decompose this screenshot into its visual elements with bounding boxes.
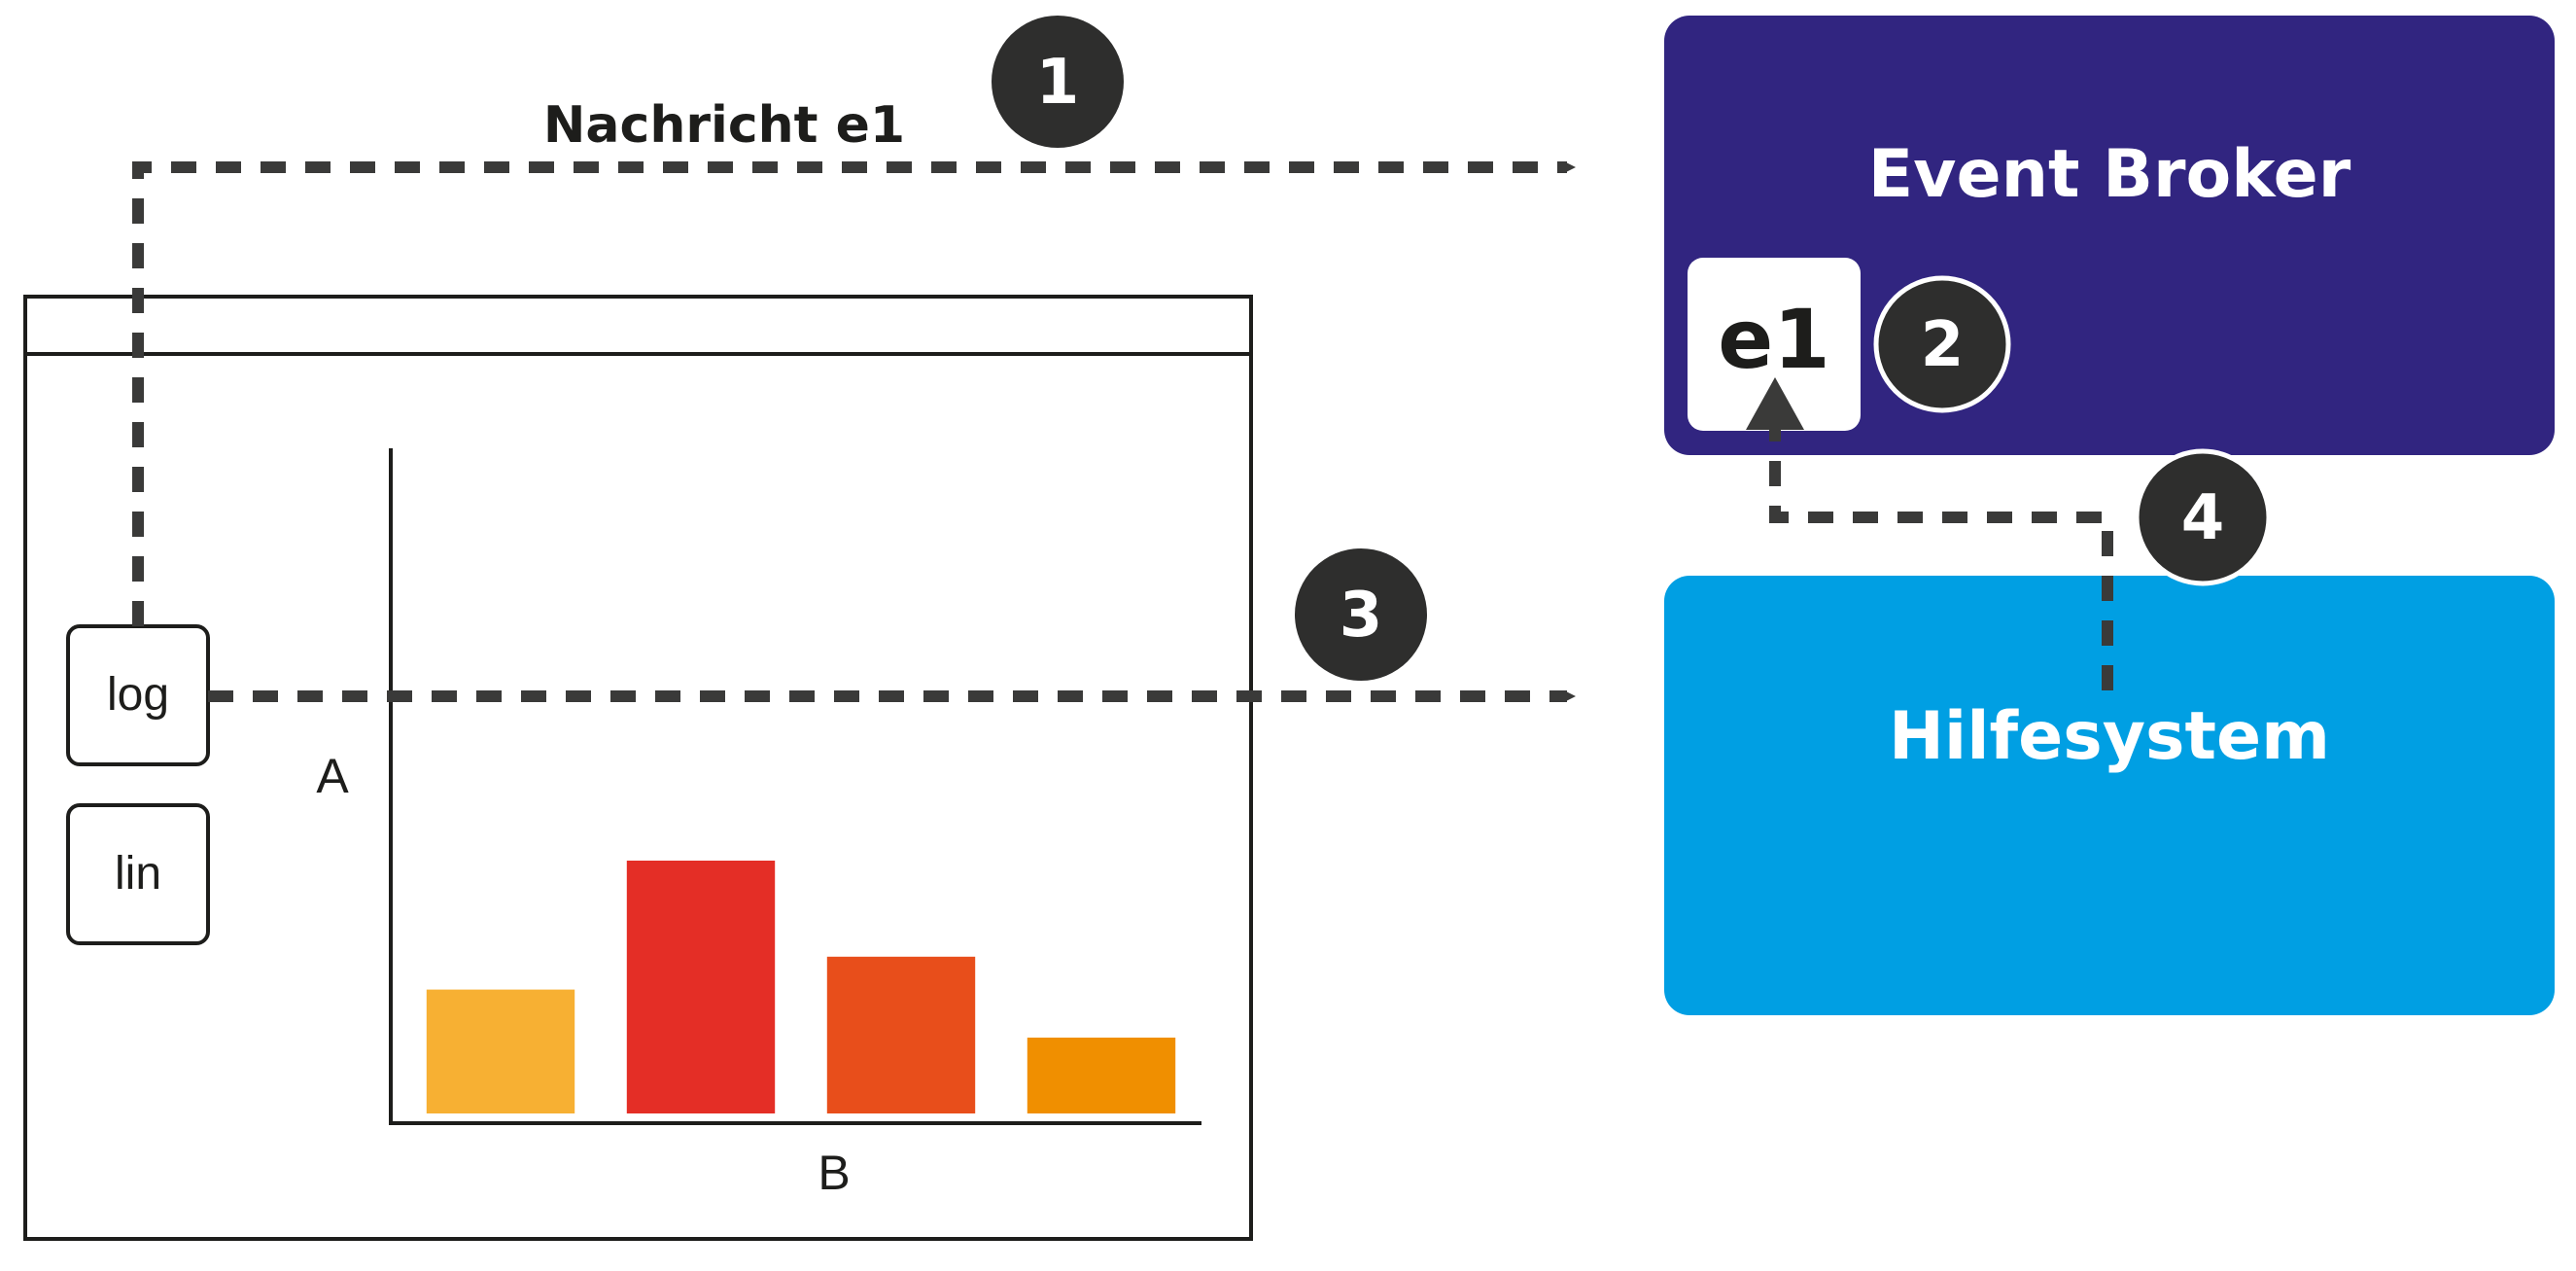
event-broker-title: Event Broker (1868, 136, 2351, 213)
step-badge-1: 1 (992, 16, 1124, 148)
lin-button-label: lin (115, 848, 161, 900)
step-badge-2-label: 2 (1921, 309, 1965, 381)
event-broker-box: Event Broker e1 (1664, 16, 2555, 455)
arrows (132, 161, 2113, 702)
help-system-box: Hilfesystem (1664, 576, 2555, 1015)
subscribe-arrow-4 (1769, 428, 2113, 690)
step-badge-3: 3 (1295, 548, 1427, 681)
bar-chart: A B (316, 448, 1201, 1200)
message-label: Nachricht e1 (543, 96, 905, 155)
help-system-title: Hilfesystem (1889, 698, 2330, 775)
event-e1-label: e1 (1718, 292, 1829, 387)
step-badge-4-label: 4 (2181, 482, 2225, 554)
bar-2 (626, 861, 776, 1113)
app-window: log lin A B (23, 295, 1253, 1241)
step-badge-2: 2 (1873, 275, 2011, 413)
log-button[interactable]: log (66, 624, 210, 766)
y-axis-label: A (316, 749, 349, 803)
help-system-background (1664, 576, 2555, 1015)
step-badge-1-label: 1 (1036, 47, 1080, 119)
bar-1 (426, 989, 575, 1113)
lin-button[interactable]: lin (66, 803, 210, 945)
log-button-label: log (107, 669, 169, 721)
event-e1-card (1688, 258, 1861, 431)
bar-3 (826, 956, 976, 1113)
step-badge-3-label: 3 (1340, 580, 1383, 652)
bar-4 (1027, 1038, 1176, 1113)
message-arrow-1 (132, 161, 1576, 626)
bars (426, 861, 1176, 1113)
step-badge-4: 4 (2134, 448, 2272, 586)
subscribe-arrowhead-4 (1746, 377, 1804, 430)
x-axis-label: B (818, 1146, 850, 1200)
